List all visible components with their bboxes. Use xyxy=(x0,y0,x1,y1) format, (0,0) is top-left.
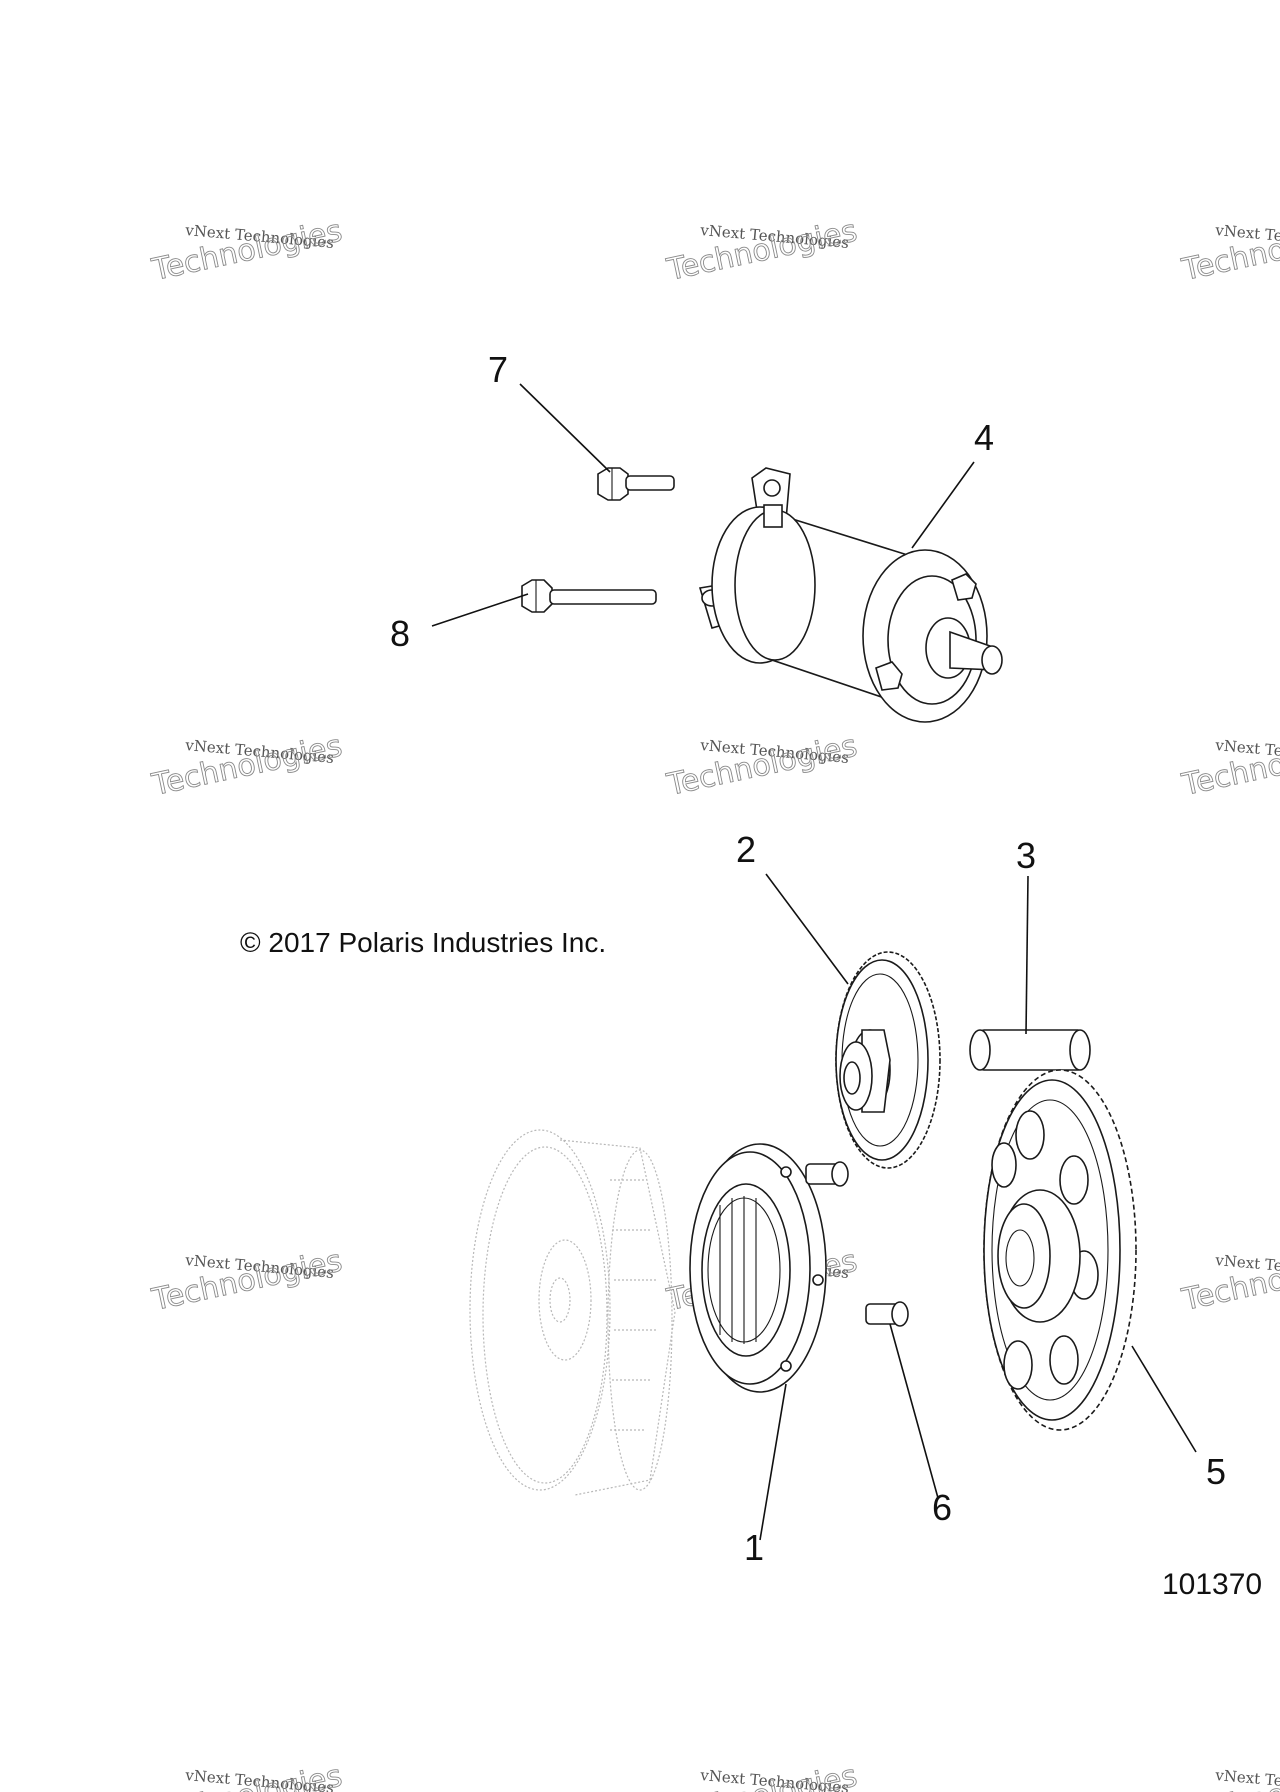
watermark: vNext Technologies Technologies xyxy=(148,1758,346,1792)
watermark: vNext Technologies Technologies xyxy=(663,1758,861,1792)
watermark: vNext Technologies Technologies xyxy=(663,728,861,804)
part-8-bolt[interactable] xyxy=(521,579,657,613)
callout-3[interactable]: 3 xyxy=(1016,835,1036,876)
callout-5[interactable]: 5 xyxy=(1206,1451,1226,1492)
watermark: vNext Technologies Technologies xyxy=(1178,1758,1280,1792)
watermark: vNext Technologies Technologies xyxy=(663,213,861,289)
watermark: vNext Technologies Technologies xyxy=(148,213,346,289)
watermark-layer: vNext Technologies Technologies vNext Te… xyxy=(148,213,1280,1792)
callout-2[interactable]: 2 xyxy=(736,829,756,870)
part-7-bolt[interactable] xyxy=(597,467,675,501)
watermark: vNext Technologies Technologies xyxy=(1178,213,1280,288)
svg-text:Technologies: Technologies xyxy=(148,214,345,289)
flywheel-ghost xyxy=(469,1129,676,1496)
part-5-starter-driven-gear[interactable] xyxy=(983,1069,1137,1431)
callout-8[interactable]: 8 xyxy=(390,613,410,654)
callout-6[interactable]: 6 xyxy=(932,1487,952,1528)
leader-lines xyxy=(431,383,1197,1541)
watermark: vNext Technologies Technologies xyxy=(148,728,346,804)
callout-1[interactable]: 1 xyxy=(744,1527,764,1568)
svg-text:Technologies: Technologies xyxy=(148,1244,345,1319)
watermark: vNext Technologies Technologies xyxy=(148,1243,346,1319)
watermark: vNext Technologies Technologies xyxy=(1178,728,1280,803)
part-1-starter-clutch[interactable] xyxy=(689,1143,827,1393)
part-3-idler-shaft[interactable] xyxy=(969,1029,1091,1071)
copyright-notice: © 2017 Polaris Industries Inc. xyxy=(240,927,606,958)
svg-text:Technologies: Technologies xyxy=(148,729,345,804)
callouts: 1 2 3 4 5 6 7 8 xyxy=(390,349,1226,1568)
figure-number: 101370 xyxy=(1162,1568,1262,1601)
part-4-starter-motor[interactable] xyxy=(698,467,1003,723)
watermark: vNext Technologies Technologies xyxy=(1178,1243,1280,1318)
callout-4[interactable]: 4 xyxy=(974,417,994,458)
part-6-screw[interactable] xyxy=(805,1161,909,1327)
callout-7[interactable]: 7 xyxy=(488,349,508,390)
svg-text:Technologies: Technologies xyxy=(663,729,860,804)
part-2-idler-gear[interactable] xyxy=(835,951,941,1169)
svg-text:Technologies: Technologies xyxy=(663,214,860,289)
